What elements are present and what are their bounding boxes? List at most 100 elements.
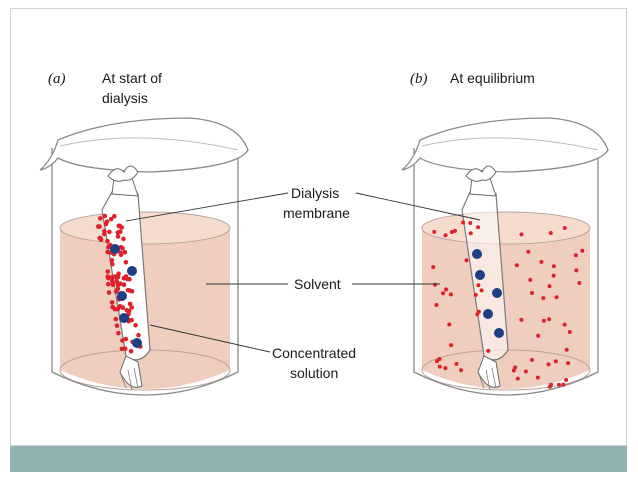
large-particle bbox=[472, 249, 482, 259]
small-particle bbox=[551, 273, 556, 278]
small-particle bbox=[557, 382, 561, 387]
small-particle bbox=[514, 263, 519, 268]
small-particle bbox=[580, 248, 585, 253]
panel-b-tag: (b) bbox=[410, 71, 428, 87]
large-particle bbox=[110, 244, 120, 254]
small-particle bbox=[441, 291, 446, 296]
small-particle bbox=[127, 301, 133, 307]
small-particle bbox=[129, 289, 135, 294]
small-particle bbox=[105, 274, 110, 279]
small-particle bbox=[529, 357, 534, 362]
small-particle bbox=[541, 296, 546, 301]
small-particle bbox=[97, 224, 102, 229]
large-particle bbox=[492, 288, 502, 298]
small-particle bbox=[454, 361, 459, 366]
small-particle bbox=[112, 274, 118, 279]
small-particle bbox=[567, 330, 572, 334]
small-particle bbox=[449, 230, 454, 234]
small-particle bbox=[129, 317, 134, 323]
small-particle bbox=[106, 290, 112, 295]
membrane-leader-b bbox=[355, 192, 481, 221]
small-particle bbox=[106, 281, 111, 287]
small-particle bbox=[479, 288, 484, 293]
concentrated-label-line1: Concentrated bbox=[272, 345, 356, 361]
small-particle bbox=[476, 283, 481, 288]
small-particle bbox=[128, 348, 134, 354]
small-particle bbox=[435, 359, 439, 364]
small-particle bbox=[562, 226, 567, 230]
small-particle bbox=[127, 276, 132, 282]
small-particle bbox=[468, 221, 473, 225]
small-particle bbox=[566, 361, 571, 366]
small-particle bbox=[564, 378, 569, 382]
beaker-b bbox=[401, 117, 609, 396]
small-particle bbox=[115, 286, 121, 292]
small-particle bbox=[564, 347, 569, 352]
small-particle bbox=[577, 281, 582, 285]
small-particle bbox=[109, 300, 115, 305]
small-particle bbox=[114, 323, 120, 329]
small-particle bbox=[115, 234, 121, 239]
small-particle bbox=[461, 220, 466, 225]
small-particle bbox=[473, 292, 478, 297]
small-particle bbox=[486, 348, 491, 353]
small-particle bbox=[116, 223, 122, 229]
large-particle bbox=[132, 338, 142, 348]
concentrated-label-line2: solution bbox=[290, 365, 338, 381]
small-particle bbox=[431, 265, 436, 270]
large-particle bbox=[483, 309, 493, 319]
small-particle bbox=[519, 317, 524, 322]
small-particle bbox=[453, 228, 457, 233]
small-particle bbox=[468, 231, 473, 236]
small-particle bbox=[535, 375, 540, 380]
small-particle bbox=[443, 233, 448, 238]
small-particle bbox=[437, 364, 442, 369]
small-particle bbox=[102, 231, 107, 237]
small-particle bbox=[122, 250, 128, 255]
small-particle bbox=[434, 303, 439, 307]
small-particle bbox=[118, 250, 123, 256]
small-particle bbox=[526, 249, 531, 254]
small-particle bbox=[121, 236, 126, 242]
small-particle bbox=[105, 238, 110, 244]
small-particle bbox=[121, 282, 127, 288]
small-particle bbox=[444, 287, 449, 292]
bottom-band bbox=[10, 446, 627, 472]
panel-a-title-line1: At start of bbox=[102, 70, 162, 86]
membrane-label-line2: membrane bbox=[283, 205, 350, 221]
small-particle bbox=[123, 336, 129, 342]
small-particle bbox=[133, 322, 138, 328]
small-particle bbox=[562, 322, 567, 327]
beaker-a bbox=[39, 117, 249, 396]
large-particle bbox=[475, 270, 485, 280]
panel-b-title: At equilibrium bbox=[450, 70, 535, 86]
small-particle bbox=[547, 384, 552, 389]
small-particle bbox=[448, 292, 453, 297]
leader-lines bbox=[125, 192, 481, 353]
panel-a-tag: (a) bbox=[48, 71, 66, 87]
small-particle bbox=[528, 277, 533, 282]
small-particle bbox=[106, 244, 111, 250]
small-particle bbox=[98, 216, 103, 221]
small-particle bbox=[574, 268, 579, 273]
small-particle bbox=[515, 376, 520, 381]
small-particle bbox=[123, 260, 129, 265]
small-particle bbox=[113, 316, 119, 322]
small-particle bbox=[107, 229, 112, 235]
small-particle bbox=[112, 213, 117, 219]
small-particle bbox=[536, 333, 541, 338]
small-particle bbox=[546, 362, 551, 367]
small-particle bbox=[433, 282, 438, 287]
small-particle bbox=[541, 318, 546, 323]
large-particle bbox=[119, 313, 129, 323]
small-particle bbox=[105, 269, 110, 274]
small-particle bbox=[110, 282, 116, 288]
panel-a-title-line2: dialysis bbox=[102, 90, 148, 106]
small-particle bbox=[539, 259, 544, 264]
small-particle bbox=[117, 304, 123, 309]
small-particle bbox=[129, 305, 134, 310]
small-particle bbox=[476, 309, 481, 314]
small-particle bbox=[519, 232, 524, 237]
